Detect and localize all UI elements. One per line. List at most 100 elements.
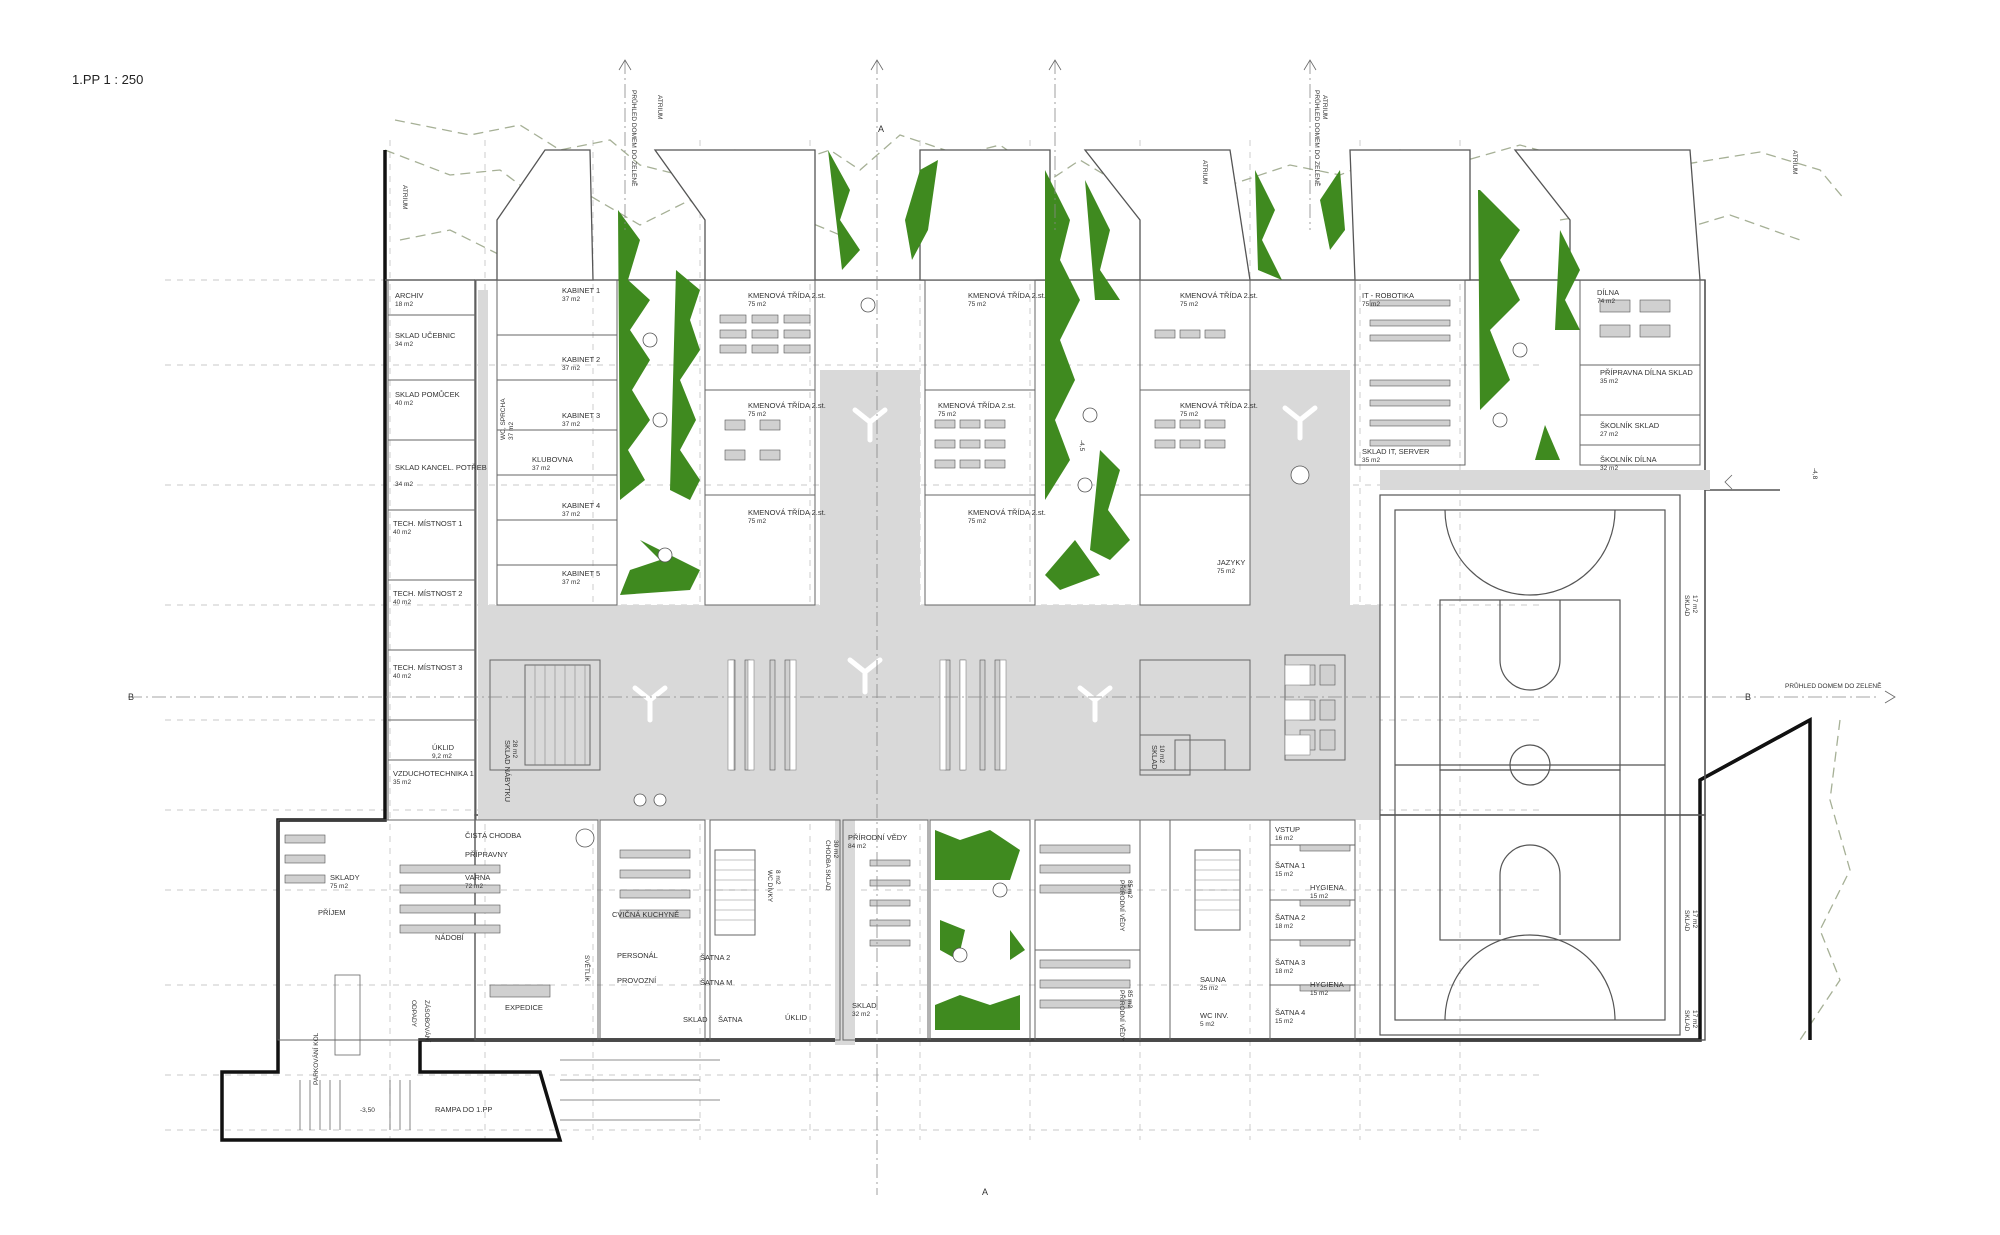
room-area: 32 m2: [1600, 465, 1618, 472]
room-name: SKLADY: [330, 873, 360, 882]
room-name: IT - ROBOTIKA: [1362, 291, 1414, 300]
room-area: 85 m2: [1126, 990, 1133, 1008]
room-area: 35 m2: [1362, 457, 1380, 464]
room-name: PROVOZNÍ: [617, 976, 657, 985]
y-columns: [632, 405, 1318, 723]
room-name: ŠATNA 2: [700, 953, 730, 962]
room-name: ODPADY: [410, 1000, 417, 1028]
room-name: SKLAD KANCEL. POTŘEB: [395, 463, 487, 472]
room-name: VZDUCHOTECHNIKA 1: [393, 769, 474, 778]
room-area: 75 m2: [938, 411, 956, 418]
light-wells: [496, 149, 1701, 281]
room-name: SKLAD: [1683, 595, 1690, 617]
room-area: 5 m2: [1200, 1021, 1215, 1028]
room-area: 18 m2: [1275, 923, 1293, 930]
level-right: -4,8: [1811, 468, 1818, 480]
section-b-right: B: [1745, 692, 1751, 702]
room-area: 35 m2: [1600, 378, 1618, 385]
room-name: KLUBOVNA: [532, 455, 573, 464]
room-area: 74 m2: [1597, 298, 1615, 305]
room-area: 25 m2: [1200, 985, 1218, 992]
room-name: TECH. MÍSTNOST 2: [393, 589, 462, 598]
room-name: KABINET 1: [562, 286, 600, 295]
room-name: KMENOVÁ TŘÍDA 2.st.: [748, 508, 826, 517]
ramp: [299, 974, 720, 1130]
room-name: SKLAD IT, SERVER: [1362, 447, 1430, 456]
room-area: 72 m2: [465, 883, 483, 890]
room-name: ATRIUM: [1201, 160, 1208, 184]
room-name: ÚKLID: [432, 743, 455, 752]
room-area: 37 m2: [532, 465, 550, 472]
room-name: EXPEDICE: [505, 1003, 543, 1012]
view-label-top-2: PRŮHLED DOMEM DO ZELENĚ: [1313, 90, 1322, 187]
drawing-title: 1.PP 1 : 250: [72, 72, 144, 87]
room-area: 75 m2: [1362, 301, 1380, 308]
room-name: HYGIENA: [1310, 980, 1344, 989]
room-area: 8 m2: [774, 870, 781, 885]
room-area: 15 m2: [1275, 871, 1293, 878]
room-area: 37 m2: [562, 365, 580, 372]
room-name: CHODBA SKLAD: [824, 840, 831, 891]
room-name: SKLAD: [683, 1015, 708, 1024]
room-area: 75 m2: [1180, 411, 1198, 418]
section-arrows: [618, 59, 1896, 704]
room-area: 34 m2: [395, 481, 413, 488]
room-name: HYGIENA: [1310, 883, 1344, 892]
room-name: TECH. MÍSTNOST 3: [393, 663, 462, 672]
room-area: 75 m2: [968, 301, 986, 308]
room-area: 85 m2: [1126, 880, 1133, 898]
room-name: KMENOVÁ TŘÍDA 2.st.: [1180, 401, 1258, 410]
section-lines: [128, 60, 1880, 1195]
room-area: 40 m2: [393, 599, 411, 606]
room-name: SKLAD: [1683, 1010, 1690, 1032]
room-name: ČISTÁ CHODBA: [465, 831, 521, 840]
room-area: 28 m2: [511, 740, 518, 758]
green-gardens: [618, 150, 1580, 1030]
room-name: ARCHIV: [395, 291, 423, 300]
room-area: 75 m2: [968, 518, 986, 525]
room-area: 15 m2: [1310, 990, 1328, 997]
room-area: 15 m2: [1310, 893, 1328, 900]
room-name: PŘÍRODNÍ VĚDY: [1118, 990, 1127, 1042]
room-area: 40 m2: [395, 400, 413, 407]
room-name: KABINET 2: [562, 355, 600, 364]
room-name: ŠKOLNÍK DÍLNA: [1600, 455, 1657, 464]
level-mid: -4,5: [1078, 440, 1085, 452]
room-name: KMENOVÁ TŘÍDA 2.st.: [968, 291, 1046, 300]
room-area: 37 m2: [562, 511, 580, 518]
room-name: WC INV.: [1200, 1011, 1228, 1020]
room-name: PŘÍJEM: [318, 908, 346, 917]
section-b-left: B: [128, 692, 134, 702]
room-area: 37 m2: [562, 579, 580, 586]
room-area: 75 m2: [1180, 301, 1198, 308]
room-name: WC DÍVKY: [766, 870, 775, 903]
room-area: 34 m2: [395, 341, 413, 348]
room-area: 37 m2: [562, 421, 580, 428]
round-tables: [575, 297, 1528, 963]
room-area: 35 m2: [393, 779, 411, 786]
room-area: 18 m2: [395, 301, 413, 308]
room-name: KMENOVÁ TŘÍDA 2.st.: [1180, 291, 1258, 300]
room-name: KABINET 5: [562, 569, 600, 578]
room-name: KMENOVÁ TŘÍDA 2.st.: [968, 508, 1046, 517]
view-label-right: PRŮHLED DOMEM DO ZELENĚ: [1785, 681, 1882, 690]
room-name: PŘÍRODNÍ VĚDY: [848, 833, 907, 842]
view-label-top-1: PRŮHLED DOMEM DO ZELENĚ: [630, 90, 639, 187]
room-name: ŠATNA M: [700, 978, 732, 987]
room-area: 84 m2: [848, 843, 866, 850]
room-area: 9,2 m2: [432, 753, 452, 760]
section-a-bottom: A: [982, 1187, 988, 1197]
room-area: 32 m2: [852, 1011, 870, 1018]
room-area: 15 m2: [1275, 1018, 1293, 1025]
room-area: 16 m2: [1275, 835, 1293, 842]
room-name: TECH. MÍSTNOST 1: [393, 519, 462, 528]
room-area: 30 m2: [832, 840, 839, 858]
room-name: DÍLNA: [1597, 288, 1619, 297]
room-name: PŘÍPRAVNA DÍLNA SKLAD: [1600, 368, 1693, 377]
room-name: CVIČNÁ KUCHYNĚ: [612, 910, 679, 919]
room-name: SAUNA: [1200, 975, 1226, 984]
room-name: SKLAD: [1683, 910, 1690, 932]
room-area: 37 m2: [508, 422, 515, 440]
room-name: KABINET 4: [562, 501, 600, 510]
